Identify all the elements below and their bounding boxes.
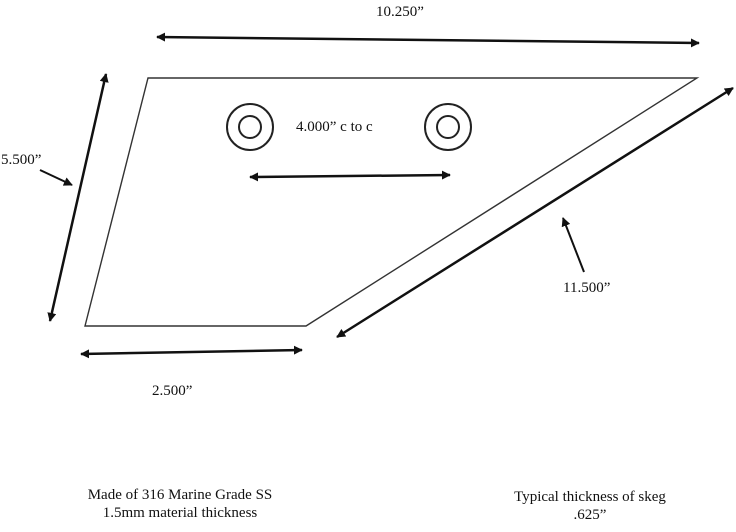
left-height-pointer xyxy=(39,169,73,186)
top-width-label: 10.250” xyxy=(376,4,424,20)
left-height-label: 5.500” xyxy=(1,152,41,168)
hole-spacing-arrow xyxy=(249,170,451,182)
mounting-hole-right xyxy=(424,103,472,151)
top-width-arrow xyxy=(156,32,700,48)
material-note-line2: 1.5mm material thickness xyxy=(102,505,258,521)
hole-spacing-label: 4.000” c to c xyxy=(296,119,373,135)
bottom-width-label: 2.500” xyxy=(152,383,192,399)
diagonal-length-pointer xyxy=(561,217,585,273)
material-note: Made of 316 Marine Grade SS 1.5mm materi… xyxy=(40,486,320,522)
diagonal-length-arrow xyxy=(336,86,734,339)
material-note-line1: Made of 316 Marine Grade SS xyxy=(87,487,273,503)
thickness-note-line1: Typical thickness of skeg xyxy=(514,489,666,505)
thickness-note-line2: .625” xyxy=(573,507,607,523)
thickness-note: Typical thickness of skeg .625” xyxy=(470,488,710,524)
bottom-width-arrow xyxy=(80,345,303,359)
left-height-arrow xyxy=(47,73,109,322)
mounting-hole-left xyxy=(226,103,274,151)
diagonal-length-label: 11.500” xyxy=(563,280,610,296)
